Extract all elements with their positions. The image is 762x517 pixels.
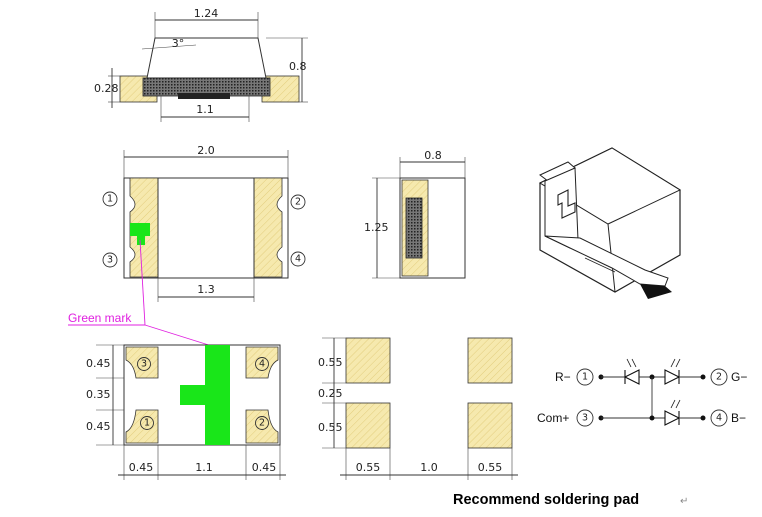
solder-left-dim: 0.55: [356, 461, 381, 474]
end-die: [405, 197, 423, 259]
bottom-left-dim: 0.45: [129, 461, 154, 474]
top-view: 2.0 1.3 1 2 3 4: [102, 144, 306, 302]
green-mark-callout: Green mark: [68, 239, 216, 348]
end-height-dim: 1.25: [364, 221, 389, 234]
solder-right-dim: 0.55: [478, 461, 503, 474]
side-height-dim: 0.8: [289, 60, 307, 73]
circuit-g-label: G−: [731, 370, 747, 384]
solder-pad-top-dim: 0.55: [318, 356, 343, 369]
svg-text:2: 2: [716, 372, 722, 383]
return-mark: ↵: [680, 496, 688, 507]
circuit-schematic: R− 1 2 G− Com+ 3 4 B−: [537, 358, 747, 427]
isometric-view: [538, 147, 682, 299]
bottom-pad-bottom-dim: 0.45: [86, 420, 111, 433]
side-dome: [146, 37, 267, 79]
circuit-com-label: Com+: [537, 411, 569, 425]
solder-pad-bottom-dim: 0.55: [318, 421, 343, 434]
svg-text:2: 2: [259, 418, 265, 429]
svg-text:1: 1: [107, 194, 113, 205]
bottom-pin-3: [137, 357, 151, 371]
bottom-view: 3 4 1 2 0.45 0.35 0.45 0.45 1.1 0.45: [86, 344, 286, 480]
solder-pad-bottom-right: [467, 402, 513, 449]
end-view: 0.8 1.25: [364, 149, 466, 279]
top-pin-1: [102, 191, 118, 207]
top-inner-dim: 1.3: [197, 283, 215, 296]
side-angle-dim: 3°: [172, 37, 185, 50]
svg-text:2: 2: [295, 197, 301, 208]
svg-text:3: 3: [582, 413, 588, 424]
side-view: 1.24 3° 0.8 0.28 1.1: [94, 7, 308, 122]
side-bottom-dim: 1.1: [196, 103, 214, 116]
svg-text:1: 1: [582, 372, 588, 383]
solder-pad-top-left: [345, 337, 391, 384]
solder-gap-dim: 0.25: [318, 387, 343, 400]
side-pad-height-dim: 0.28: [94, 82, 119, 95]
bottom-pin-1: [140, 416, 154, 430]
top-pin-2: [290, 194, 306, 210]
svg-text:4: 4: [259, 359, 265, 370]
solder-pad-top-right: [467, 337, 513, 384]
bottom-center-dim: 1.1: [195, 461, 213, 474]
solder-pad-bottom-left: [345, 402, 391, 449]
iso-polarity-mark: [557, 189, 576, 219]
diode-green-icon: [664, 369, 681, 385]
circuit-b-label: B−: [731, 411, 746, 425]
bottom-pad-top-dim: 0.45: [86, 357, 111, 370]
svg-text:1: 1: [144, 418, 150, 429]
solder-center-dim: 1.0: [420, 461, 438, 474]
diode-red-icon: [623, 369, 640, 385]
bottom-gap-dim: 0.35: [86, 388, 111, 401]
circuit-pin-3: [576, 409, 594, 427]
soldering-pad-view: 0.55 0.25 0.55 0.55 1.0 0.55 Recommend s…: [318, 337, 688, 508]
diode-blue-icon: [664, 410, 681, 426]
side-chip: [178, 93, 230, 99]
green-mark-label: Green mark: [68, 311, 132, 325]
side-width-dim: 1.24: [194, 7, 219, 20]
svg-text:3: 3: [107, 255, 113, 266]
top-width-dim: 2.0: [197, 144, 215, 157]
top-pin-3: [102, 252, 118, 268]
svg-text:3: 3: [141, 359, 147, 370]
circuit-pin-1: [576, 368, 594, 386]
end-width-dim: 0.8: [424, 149, 442, 162]
bottom-right-dim: 0.45: [252, 461, 277, 474]
top-pin-4: [290, 251, 306, 267]
svg-text:4: 4: [716, 413, 722, 424]
circuit-pin-4: [710, 409, 728, 427]
bottom-pin-2: [255, 416, 269, 430]
svg-text:4: 4: [295, 254, 301, 265]
bottom-pin-4: [255, 357, 269, 371]
soldering-pad-title: Recommend soldering pad: [453, 492, 639, 508]
circuit-pin-2: [710, 368, 728, 386]
circuit-r-label: R−: [555, 370, 571, 384]
